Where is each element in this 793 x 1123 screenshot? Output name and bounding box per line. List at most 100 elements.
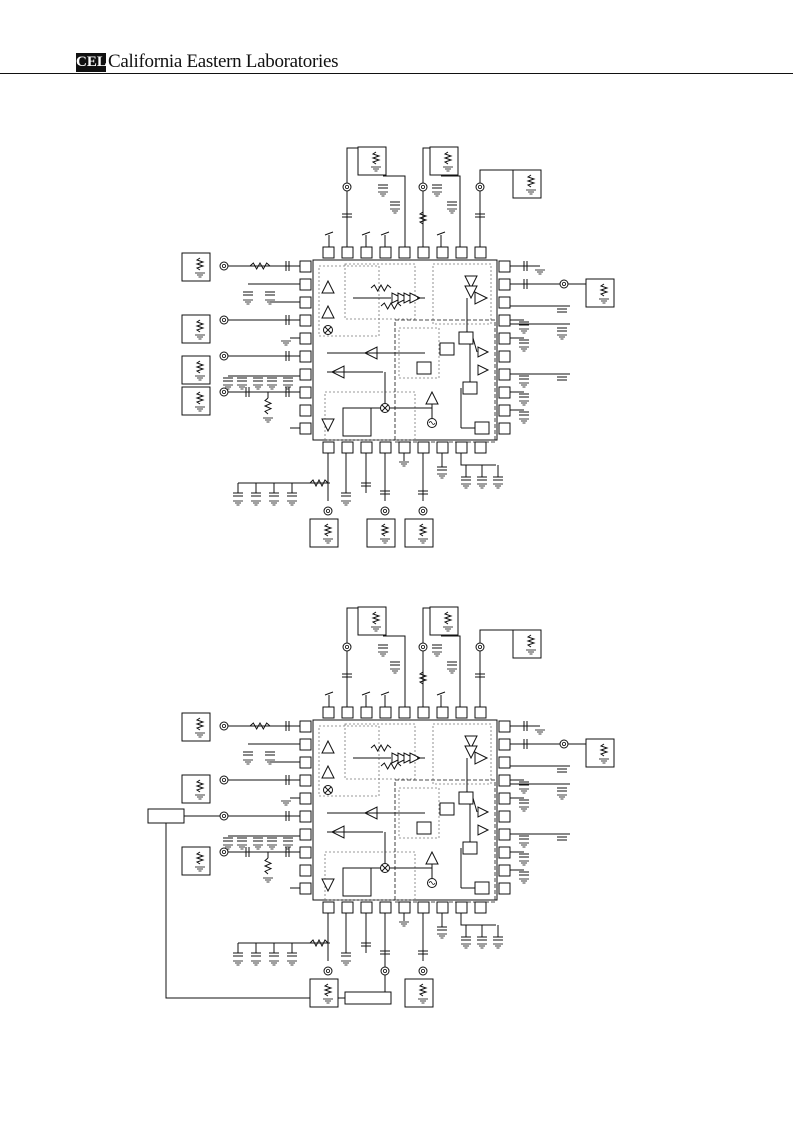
- rf-connector-icon: [221, 777, 226, 782]
- ic-pin-right: [498, 846, 511, 859]
- resistor-icon: [323, 523, 333, 537]
- ic-pin-left: [299, 278, 312, 291]
- wire: [460, 913, 496, 926]
- ic-pin-right: [498, 882, 511, 895]
- ic-pin-bottom: [436, 901, 449, 914]
- ic-pin-top: [474, 706, 487, 719]
- wire: [422, 147, 430, 183]
- resistor-icon: [443, 611, 453, 625]
- region-if: [324, 851, 416, 901]
- ground-symbol: [341, 500, 351, 506]
- ic-pin-top: [360, 246, 373, 259]
- external-block-bottom: [344, 991, 392, 1005]
- ic-pin-bottom: [474, 901, 487, 914]
- instrument-box: [357, 146, 387, 176]
- ground-tick: [436, 231, 446, 236]
- resistor-icon: [249, 721, 271, 731]
- ground-symbol: [323, 998, 333, 1004]
- resistor-icon: [195, 391, 205, 405]
- wire: [346, 607, 360, 643]
- ic-pin-right: [498, 810, 511, 823]
- ic-pin-bottom: [341, 901, 354, 914]
- ground-symbol: [243, 299, 253, 305]
- ic-pin-left: [299, 720, 312, 733]
- ic-pin-top: [360, 706, 373, 719]
- pll-block: [474, 881, 490, 895]
- ground-symbol: [418, 538, 428, 544]
- amplifier-icon: [403, 752, 416, 764]
- rf-connector-icon: [221, 263, 226, 268]
- resistor-icon: [526, 174, 536, 188]
- ic-pin-left: [299, 846, 312, 859]
- ic-pin-top: [379, 246, 392, 259]
- ground-symbol: [263, 417, 273, 423]
- ground-symbol: [519, 788, 529, 794]
- amplifier-icon: [464, 735, 478, 750]
- rf-connector-icon: [559, 279, 569, 289]
- ground-symbol: [526, 189, 536, 195]
- amplifier-icon: [477, 824, 490, 836]
- ground-symbol: [535, 269, 545, 275]
- resistor-icon: [526, 634, 536, 648]
- amplifier-icon: [477, 364, 490, 376]
- ground-symbol: [432, 191, 442, 197]
- ground-symbol: [267, 844, 277, 850]
- instrument-box: [404, 518, 434, 548]
- ground-symbol: [437, 473, 447, 479]
- pll-block: [462, 381, 478, 395]
- ground-tick: [436, 691, 446, 696]
- ground-symbol: [267, 384, 277, 390]
- region-tx: [432, 723, 492, 785]
- ic-pin-right: [498, 422, 511, 435]
- ic-pin-top: [455, 246, 468, 259]
- ground-symbol: [341, 960, 351, 966]
- mixer-icon: [381, 864, 389, 872]
- region-vco: [398, 327, 440, 379]
- ic-pin-left: [299, 350, 312, 363]
- mixer-icon: [324, 786, 332, 794]
- ground-symbol: [378, 651, 388, 657]
- ground-symbol: [599, 298, 609, 304]
- ground-symbol: [519, 878, 529, 884]
- rf-connector-icon: [559, 739, 569, 749]
- amplifier-icon: [474, 291, 489, 305]
- ground-tick: [361, 231, 371, 236]
- instrument-box: [181, 314, 211, 344]
- wire: [460, 453, 496, 466]
- ic-pin-right: [498, 314, 511, 327]
- rf-connector-icon: [221, 723, 226, 728]
- rf-connector-icon: [323, 506, 333, 516]
- ic-pin-right: [498, 278, 511, 291]
- rf-connector-icon: [418, 506, 428, 516]
- wire: [383, 175, 406, 247]
- amplifier-icon: [464, 745, 478, 760]
- instrument-box: [181, 355, 211, 385]
- resistor-icon: [195, 851, 205, 865]
- cel-logo: CEL: [76, 53, 107, 72]
- ic-pin-right: [498, 864, 511, 877]
- ground-symbol: [195, 334, 205, 340]
- instrument-box: [585, 738, 615, 768]
- ground-symbol: [251, 500, 261, 506]
- ic-pin-bottom: [360, 441, 373, 454]
- ic-pin-left: [299, 738, 312, 751]
- instrument-box: [404, 978, 434, 1008]
- ground-symbol: [519, 418, 529, 424]
- rf-connector-icon: [325, 508, 330, 513]
- ic-pin-right: [498, 332, 511, 345]
- resistor-icon: [380, 761, 402, 771]
- ground-symbol: [461, 483, 471, 489]
- rf-connector-icon: [325, 968, 330, 973]
- ground-symbol: [281, 340, 291, 346]
- ic-pin-left: [299, 882, 312, 895]
- mixer-icon: [381, 404, 389, 412]
- amplifier-icon: [321, 878, 335, 893]
- ground-symbol: [263, 877, 273, 883]
- ground-symbol: [557, 794, 567, 800]
- amplifier-icon: [464, 275, 478, 290]
- ic-pin-right: [498, 720, 511, 733]
- ground-symbol: [437, 933, 447, 939]
- rf-connector-icon: [418, 966, 428, 976]
- amplifier-icon: [477, 346, 490, 358]
- amplifier-icon: [321, 304, 335, 319]
